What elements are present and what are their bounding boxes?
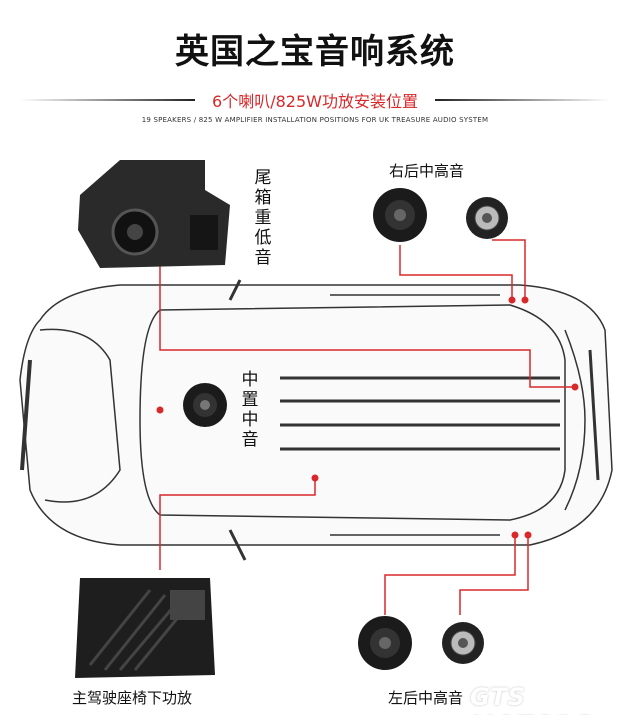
subtitle-english: 19 SPEAKERS / 825 W AMPLIFIER INSTALLATI… bbox=[141, 116, 489, 124]
subwoofer-image bbox=[78, 160, 230, 268]
speaker-center bbox=[183, 383, 227, 427]
subtitle: 6个喇叭/825W功放安装位置 bbox=[212, 92, 418, 111]
label-center: 中置中音 bbox=[241, 370, 259, 450]
amplifier-image bbox=[75, 578, 215, 678]
page-title: 英国之宝音响系统 bbox=[175, 32, 455, 72]
label-trunk-subwoofer: 尾箱重低音 bbox=[254, 168, 272, 268]
label-amplifier: 主驾驶座椅下功放 bbox=[72, 689, 193, 707]
label-left-rear: 左后中高音 bbox=[388, 689, 464, 707]
divider-left bbox=[20, 99, 195, 101]
speaker-right-rear-tweeter bbox=[466, 197, 508, 239]
position-dots bbox=[156, 296, 579, 539]
speaker-right-rear-mid bbox=[373, 188, 427, 242]
roof-rails bbox=[280, 376, 560, 451]
label-right-rear: 右后中高音 bbox=[389, 162, 465, 180]
speaker-left-rear-mid bbox=[358, 616, 412, 670]
car-outline bbox=[19, 279, 613, 561]
leader-lines bbox=[159, 239, 575, 615]
speaker-left-rear-tweeter bbox=[442, 622, 484, 664]
divider-right bbox=[435, 99, 610, 101]
watermark: GTS MOTORS bbox=[470, 683, 592, 715]
